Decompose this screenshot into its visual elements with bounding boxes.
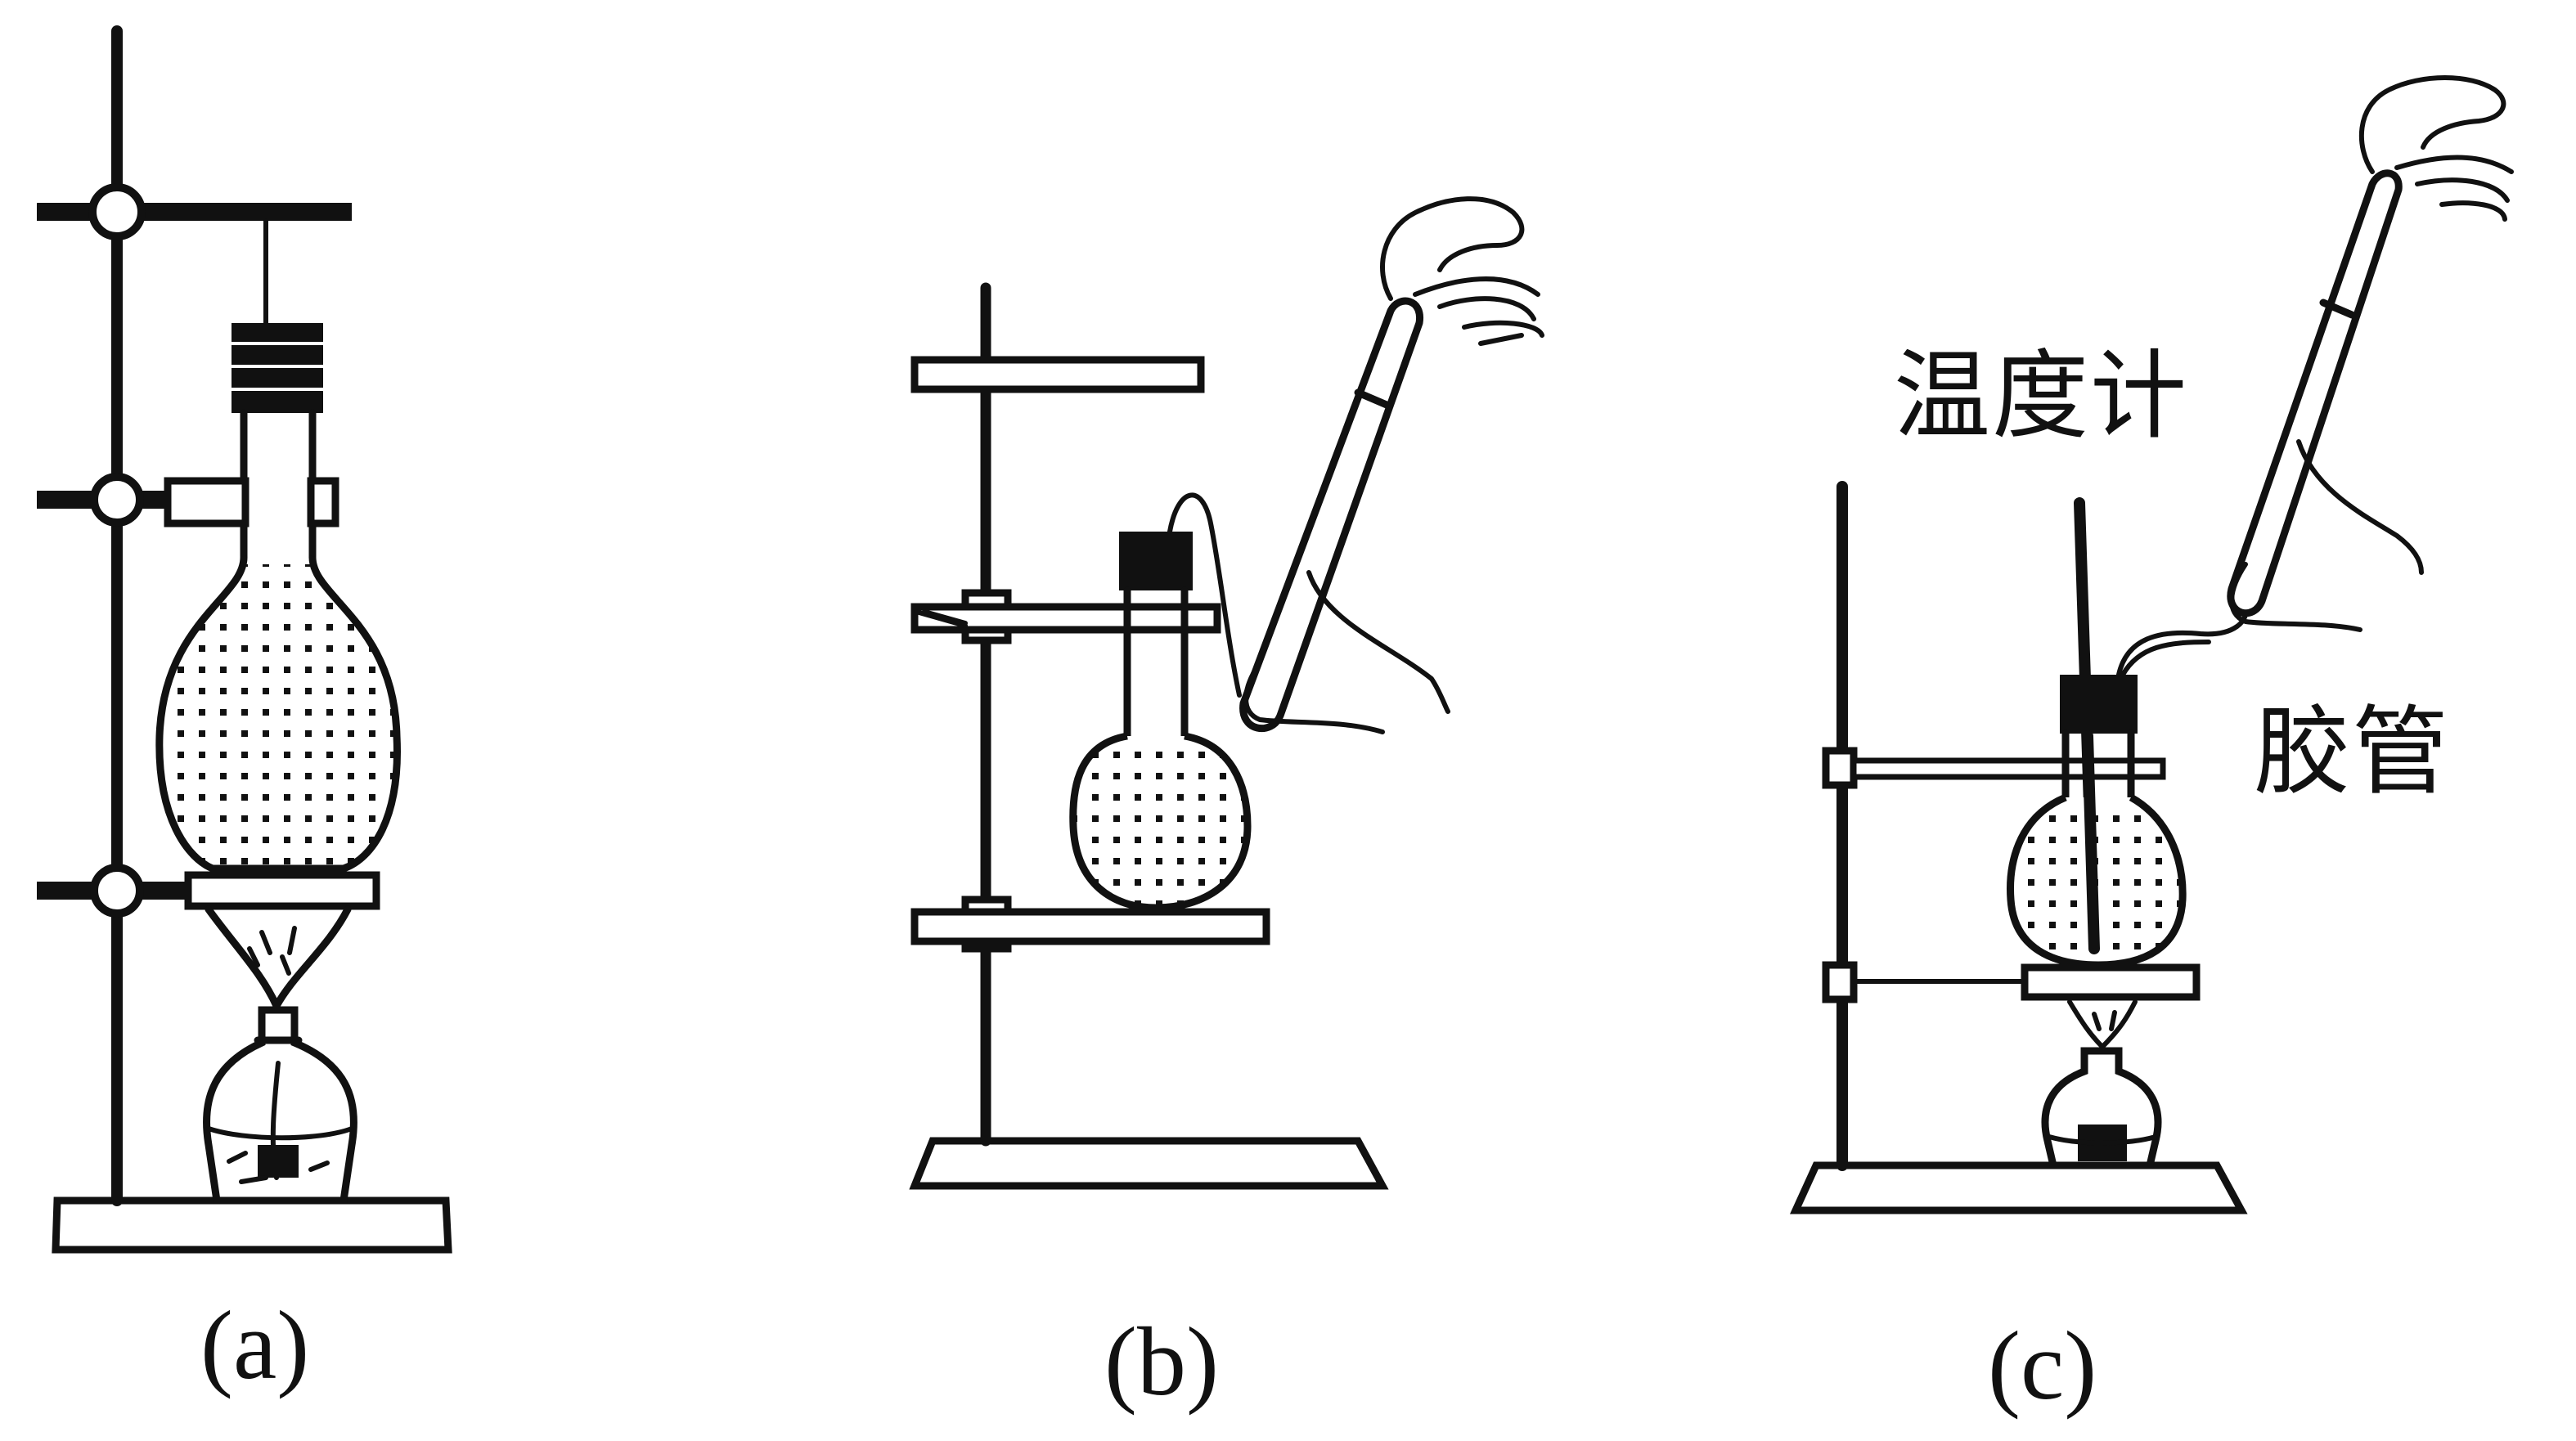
hand-c xyxy=(2229,75,2514,632)
test-tube-c xyxy=(2227,169,2403,617)
stand-base-a xyxy=(52,1196,452,1254)
apparatus-a xyxy=(37,25,452,1254)
clamp-bar-top-a xyxy=(37,203,352,221)
stand-base-b xyxy=(909,1137,1389,1190)
stand-base-c xyxy=(1790,1161,2248,1214)
thermometer-label: 温度计 xyxy=(1894,339,2189,452)
ring-support-c xyxy=(2021,963,2201,1001)
clamp-upper-c xyxy=(1850,757,2166,780)
test-tube-b xyxy=(1239,297,1423,732)
apparatus-c xyxy=(1790,75,2514,1214)
flame-c xyxy=(2067,999,2138,1049)
caption-b: (b) xyxy=(1104,1307,1219,1416)
flame-a xyxy=(205,905,352,1010)
boss-head-top-a xyxy=(88,183,146,240)
clamp-bar-top-b xyxy=(910,356,1205,393)
ring-support-b xyxy=(910,908,1270,945)
caption-a: (a) xyxy=(200,1291,310,1399)
alcohol-burner-c xyxy=(2041,1047,2162,1169)
stopper-c xyxy=(2060,675,2138,734)
hand-b xyxy=(1243,196,1544,734)
caption-c: (c) xyxy=(1988,1311,2097,1420)
apparatus-b xyxy=(909,196,1544,1190)
stopper-b xyxy=(1119,532,1193,590)
rubber-tube-c xyxy=(2116,603,2249,677)
rubber-tube-label: 胶管 xyxy=(2254,695,2451,808)
